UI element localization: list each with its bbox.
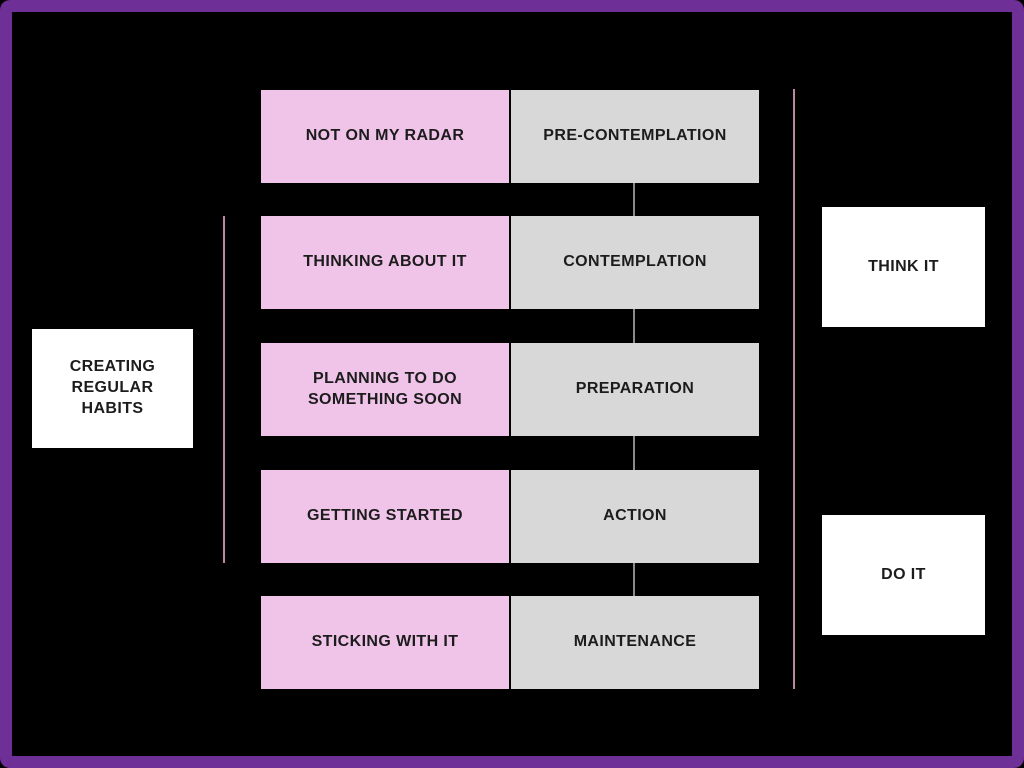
habit-box-getting-started: GETTING STARTED [261,470,509,563]
phase-box-do-it: DO IT [822,515,985,635]
connector-preparation-action [633,436,635,470]
habit-box-sticking-with-it: STICKING WITH IT [261,596,509,689]
right-bracket-line [793,89,795,689]
stage-box-contemplation: CONTEMPLATION [511,216,759,309]
stage-box-action: ACTION [511,470,759,563]
title-box: CREATING REGULAR HABITS [32,329,193,448]
connector-contemplation-preparation [633,309,635,343]
left-bracket-line [223,216,225,563]
stage-box-pre-contemplation: PRE-CONTEMPLATION [511,90,759,183]
stage-box-preparation: PREPARATION [511,343,759,436]
habit-box-planning-to-do: PLANNING TO DO SOMETHING SOON [261,343,509,436]
connector-precontemplation-contemplation [633,183,635,216]
habit-box-not-on-my-radar: NOT ON MY RADAR [261,90,509,183]
habit-box-thinking-about-it: THINKING ABOUT IT [261,216,509,309]
stage-box-maintenance: MAINTENANCE [511,596,759,689]
phase-box-think-it: THINK IT [822,207,985,327]
connector-action-maintenance [633,563,635,596]
